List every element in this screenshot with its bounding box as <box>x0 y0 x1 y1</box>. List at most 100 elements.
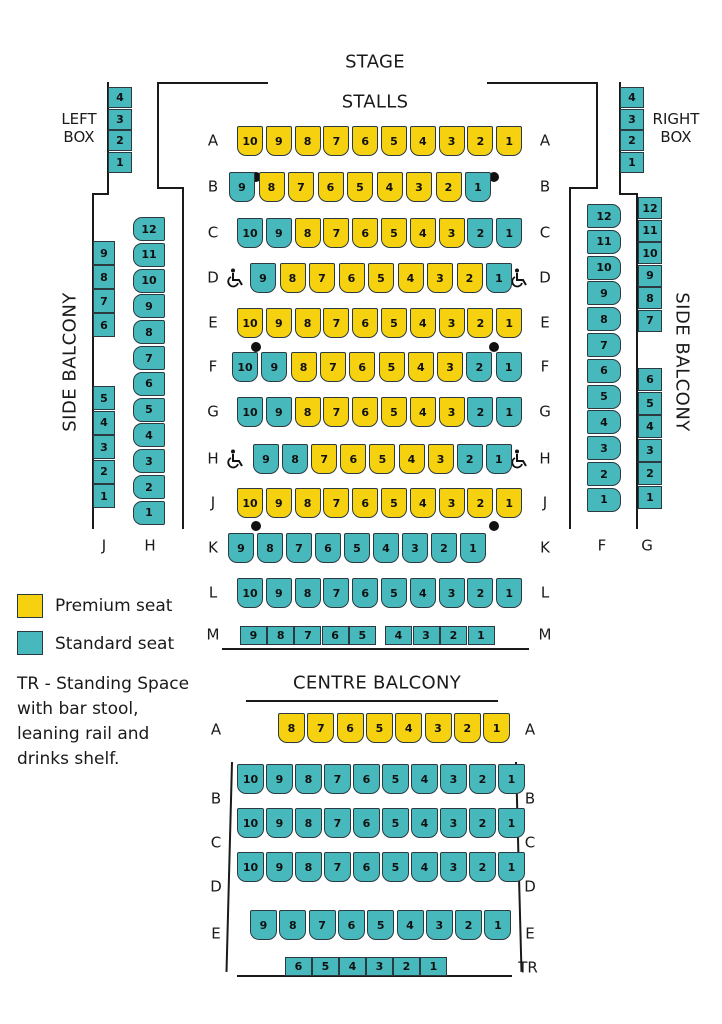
seat[interactable]: 6 <box>587 358 621 383</box>
seat[interactable]: 11 <box>133 242 165 267</box>
seat[interactable]: 1 <box>498 764 525 794</box>
seat[interactable]: 5 <box>365 713 393 743</box>
seat[interactable]: 8 <box>290 352 317 382</box>
seat[interactable]: 6 <box>285 957 312 976</box>
seat[interactable]: 7 <box>307 713 335 743</box>
seat[interactable]: 6 <box>352 126 379 156</box>
seat[interactable]: 8 <box>257 533 283 563</box>
seat[interactable]: 10 <box>237 397 263 427</box>
seat[interactable]: 8 <box>294 126 321 156</box>
seat[interactable]: 2 <box>467 126 494 156</box>
seat[interactable]: 4 <box>409 218 436 248</box>
seat[interactable]: 1 <box>496 488 523 518</box>
seat[interactable]: 9 <box>250 910 277 940</box>
seat[interactable]: 7 <box>587 333 621 357</box>
seat[interactable]: 2 <box>440 626 467 645</box>
seat[interactable]: 12 <box>638 197 662 219</box>
seat[interactable]: 4 <box>409 578 436 608</box>
seat[interactable]: 5 <box>133 397 165 422</box>
seat[interactable]: 6 <box>352 578 379 608</box>
seat[interactable]: 8 <box>295 764 322 794</box>
seat[interactable]: 9 <box>265 218 292 248</box>
seat[interactable]: 8 <box>294 218 321 248</box>
seat[interactable]: 8 <box>587 307 621 332</box>
seat[interactable]: 1 <box>496 308 523 338</box>
seat[interactable]: 8 <box>279 263 306 293</box>
seat[interactable]: 5 <box>312 957 339 976</box>
seat[interactable]: 3 <box>133 449 165 474</box>
seat[interactable]: 9 <box>265 397 292 427</box>
seat[interactable]: 3 <box>438 308 465 338</box>
seat[interactable]: 10 <box>237 218 263 248</box>
seat[interactable]: 4 <box>411 808 438 838</box>
seat[interactable]: 7 <box>311 444 338 474</box>
seat[interactable]: 12 <box>133 217 165 241</box>
seat[interactable]: 5 <box>93 386 115 410</box>
seat[interactable]: 3 <box>440 808 467 838</box>
seat[interactable]: 1 <box>496 397 523 427</box>
seat[interactable]: 4 <box>411 764 438 794</box>
seat[interactable]: 4 <box>385 626 412 645</box>
seat[interactable]: 8 <box>278 713 305 743</box>
seat[interactable]: 7 <box>286 533 312 563</box>
seat[interactable]: 3 <box>587 436 621 461</box>
seat[interactable]: 7 <box>323 218 350 248</box>
seat[interactable]: 3 <box>638 438 662 462</box>
seat[interactable]: 10 <box>133 268 165 293</box>
seat[interactable]: 1 <box>483 713 511 743</box>
seat[interactable]: 6 <box>93 313 115 337</box>
seat[interactable]: 5 <box>367 910 395 940</box>
seat[interactable]: 8 <box>282 444 309 474</box>
seat[interactable]: 2 <box>469 764 496 794</box>
seat[interactable]: 6 <box>352 488 379 518</box>
seat[interactable]: 9 <box>265 126 292 156</box>
seat[interactable]: 10 <box>587 255 621 280</box>
seat[interactable]: 12 <box>587 204 621 228</box>
seat[interactable]: 2 <box>467 308 494 338</box>
seat[interactable]: 1 <box>498 852 525 882</box>
seat[interactable]: 2 <box>453 713 481 743</box>
seat[interactable]: 1 <box>496 578 523 608</box>
seat[interactable]: 2 <box>469 852 496 882</box>
seat[interactable]: 1 <box>108 151 132 173</box>
seat[interactable]: 6 <box>638 368 662 391</box>
seat[interactable]: 10 <box>237 764 264 794</box>
seat[interactable]: 6 <box>353 808 380 838</box>
seat[interactable]: 7 <box>323 488 350 518</box>
seat[interactable]: 5 <box>369 444 396 474</box>
seat[interactable]: 4 <box>407 352 434 382</box>
seat[interactable]: 4 <box>395 713 423 743</box>
seat[interactable]: 7 <box>309 263 335 293</box>
seat[interactable]: 1 <box>498 808 525 838</box>
seat[interactable]: 3 <box>108 108 132 130</box>
seat[interactable]: 6 <box>338 263 365 293</box>
seat[interactable]: 8 <box>295 808 322 838</box>
seat[interactable]: 9 <box>261 352 288 382</box>
seat[interactable]: 3 <box>412 626 440 645</box>
seat[interactable]: 10 <box>232 352 258 382</box>
seat[interactable]: 5 <box>348 626 376 645</box>
seat[interactable]: 3 <box>427 444 454 474</box>
seat[interactable]: 6 <box>340 444 367 474</box>
seat[interactable]: 3 <box>406 172 432 202</box>
seat[interactable]: 2 <box>435 172 462 202</box>
seat[interactable]: 6 <box>349 352 376 382</box>
seat[interactable]: 3 <box>440 852 467 882</box>
seat[interactable]: 10 <box>237 808 264 838</box>
seat[interactable]: 7 <box>323 308 350 338</box>
seat[interactable]: 9 <box>638 264 662 287</box>
seat[interactable]: 9 <box>266 764 293 794</box>
seat[interactable]: 1 <box>587 487 621 512</box>
seat[interactable]: 6 <box>352 308 379 338</box>
seat[interactable]: 7 <box>638 309 662 332</box>
seat[interactable]: 4 <box>409 126 436 156</box>
seat[interactable]: 9 <box>265 488 292 518</box>
seat[interactable]: 9 <box>266 808 293 838</box>
seat[interactable]: 7 <box>319 352 346 382</box>
seat[interactable]: 5 <box>382 764 409 794</box>
seat[interactable]: 8 <box>294 488 321 518</box>
seat[interactable]: 2 <box>93 459 115 484</box>
seat[interactable]: 7 <box>323 578 350 608</box>
seat[interactable]: 5 <box>368 263 394 293</box>
seat[interactable]: 4 <box>108 87 132 108</box>
